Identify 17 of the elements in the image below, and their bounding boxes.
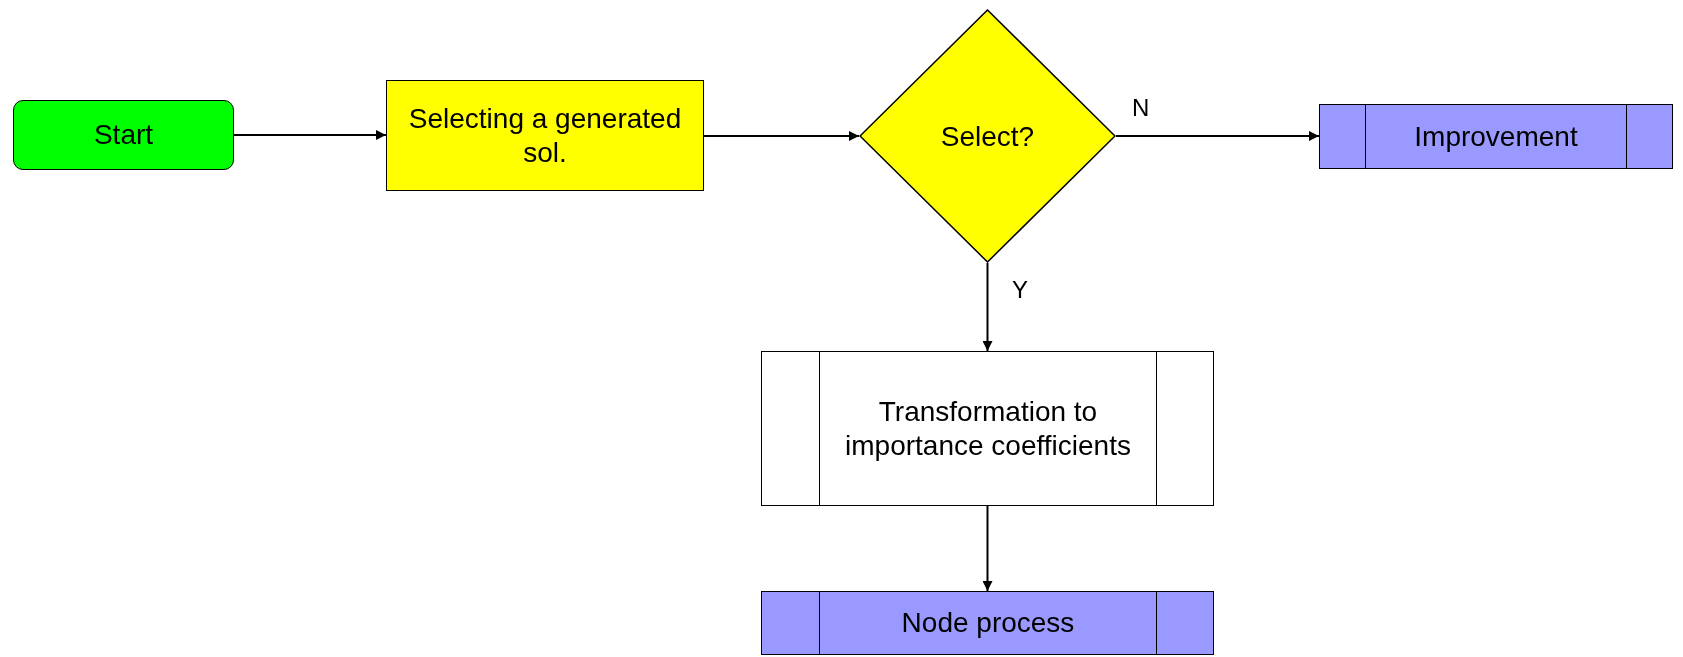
start-terminal <box>13 100 234 170</box>
node-label: Transformation to importance coefficients <box>844 394 1132 463</box>
subprocess-box <box>1319 104 1673 169</box>
node-label: Select? <box>940 119 1035 154</box>
arrow <box>982 505 993 592</box>
process-box <box>386 80 704 191</box>
arrow <box>703 131 860 141</box>
node-label: Selecting a generated sol. <box>407 101 683 170</box>
subprocess-box <box>761 351 1214 506</box>
arrow <box>1115 131 1320 141</box>
node-label: Start <box>92 118 155 152</box>
node-label: Improvement <box>1413 119 1579 154</box>
subprocess-box <box>761 591 1214 655</box>
decision-diamond <box>859 9 1116 263</box>
arrow <box>982 262 993 352</box>
arrow <box>233 130 387 140</box>
node-label: Node process <box>900 606 1076 640</box>
